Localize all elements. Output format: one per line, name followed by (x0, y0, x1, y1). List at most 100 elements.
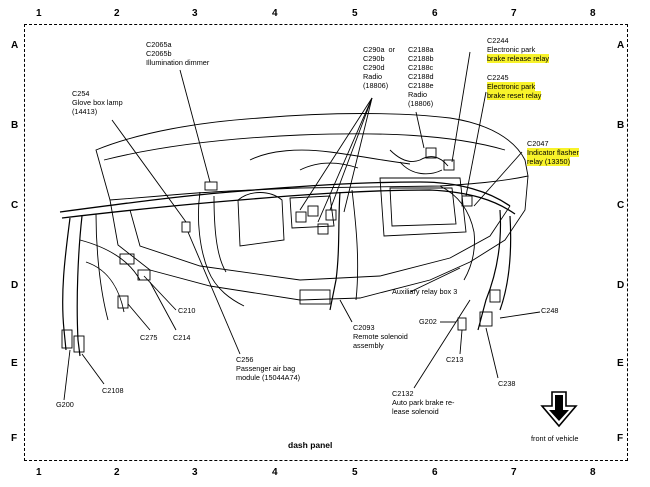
col-label: 6 (432, 467, 438, 478)
label-c238: C238 (498, 379, 516, 388)
connector (73, 335, 85, 353)
col-label: 7 (511, 8, 517, 19)
connector (425, 147, 437, 159)
label-c254: C254 Glove box lamp (14413) (72, 89, 123, 116)
mid-loop-2 (213, 195, 227, 273)
left-drop (62, 217, 71, 351)
leader-c214 (149, 281, 177, 331)
center-drop (329, 191, 341, 311)
connector (204, 181, 218, 191)
col-label: 1 (36, 8, 42, 19)
connector (181, 221, 191, 233)
leader-c2244 (451, 51, 471, 163)
right-drop-2 (499, 215, 512, 311)
label-c290: C290a or C290b C290d Radio (18806) (363, 45, 396, 90)
right-branch (439, 185, 475, 281)
row-label: D (11, 280, 19, 291)
leader-c210 (143, 275, 177, 311)
diagram-title: dash panel (288, 440, 333, 450)
label-c2065: C2065a C2065b Illumination dimmer (146, 40, 210, 67)
row-label: D (617, 280, 625, 291)
dashed-frame (24, 24, 628, 461)
col-label: 7 (511, 467, 517, 478)
label-aux-relay: Auxiliary relay box 3 (392, 287, 458, 296)
leader-c2245 (465, 91, 487, 197)
connector (61, 329, 73, 349)
main-harness (59, 181, 511, 213)
row-label: B (617, 120, 625, 131)
leader-c254 (111, 119, 187, 223)
center-drop-2 (351, 189, 359, 301)
leader-g200 (63, 349, 71, 401)
main-harness-2 (61, 189, 516, 219)
dash-panel-lower-inner (129, 205, 511, 281)
label-c214: C214 (173, 333, 191, 342)
leader-c238 (485, 327, 499, 379)
connector (317, 223, 329, 235)
col-label: 4 (272, 467, 278, 478)
connector (117, 295, 129, 309)
label-c210: C210 (178, 306, 196, 315)
col-label: 2 (114, 8, 120, 19)
row-label: F (11, 433, 18, 444)
dash-panel-lower (109, 175, 529, 301)
col-label: 1 (36, 467, 42, 478)
connector-id: C2244 (487, 36, 509, 45)
leader-c290 (299, 97, 373, 211)
connector (443, 159, 455, 171)
leader-c275 (127, 303, 151, 331)
row-label: E (11, 358, 18, 369)
row-label: C (11, 200, 19, 211)
col-label: 8 (590, 8, 596, 19)
highlighted-name: brake release relay (487, 54, 550, 63)
leader-aux (409, 267, 461, 293)
col-label: 6 (432, 8, 438, 19)
connector (295, 211, 307, 223)
left-drop-3 (95, 213, 109, 321)
row-label: A (617, 40, 625, 51)
label-c275: C275 (140, 333, 158, 342)
dash-panel-outline-inner (103, 133, 506, 161)
mid-loop (198, 191, 245, 307)
label-c248: C248 (541, 306, 559, 315)
connector (325, 209, 337, 221)
label-c213: C213 (446, 355, 464, 364)
label-g200: G200 (56, 400, 74, 409)
col-label: 5 (352, 467, 358, 478)
console-bracket (289, 195, 335, 229)
label-c2188: C2188a C2188b C2188c C2188d C2188e Radio… (408, 45, 434, 108)
highlighted-name: brake reset relay (487, 91, 542, 100)
connector (489, 289, 501, 303)
highlighted-name: Electronic park (487, 82, 536, 91)
label-c2244: C2244 Electronic park brake release rela… (487, 36, 550, 63)
connector (479, 311, 493, 327)
right-drop (477, 209, 502, 331)
center-duct (237, 192, 285, 247)
left-drop-2 (76, 215, 83, 357)
leader-c2093 (339, 299, 353, 323)
connector (457, 317, 467, 331)
label-c2047: C2047 Indicator flasher relay (13350) (527, 139, 579, 166)
leader-c2065 (179, 69, 211, 183)
col-label: 5 (352, 8, 358, 19)
radio-wires-2 (399, 161, 443, 175)
col-label: 8 (590, 467, 596, 478)
label-c2132: C2132 Auto park brake re- lease solenoid (392, 389, 455, 416)
col-label: 2 (114, 467, 120, 478)
upper-branch-2 (299, 162, 359, 171)
leader-c248 (499, 311, 541, 319)
leader-c290 (343, 97, 373, 213)
label-g202: G202 (419, 317, 437, 326)
highlighted-name: Indicator flasher (527, 148, 579, 157)
radio-housing (379, 177, 467, 237)
leader-c2132 (413, 299, 471, 389)
label-c256: C256 Passenger air bag module (15044A74) (236, 355, 301, 382)
connector-id: C2245 (487, 73, 509, 82)
connector (137, 269, 151, 281)
label-c2245: C2245 Electronic park brake reset relay (487, 73, 542, 100)
highlighted-name: relay (13350) (527, 157, 570, 166)
radio-wires (389, 149, 449, 167)
connector (461, 195, 473, 207)
